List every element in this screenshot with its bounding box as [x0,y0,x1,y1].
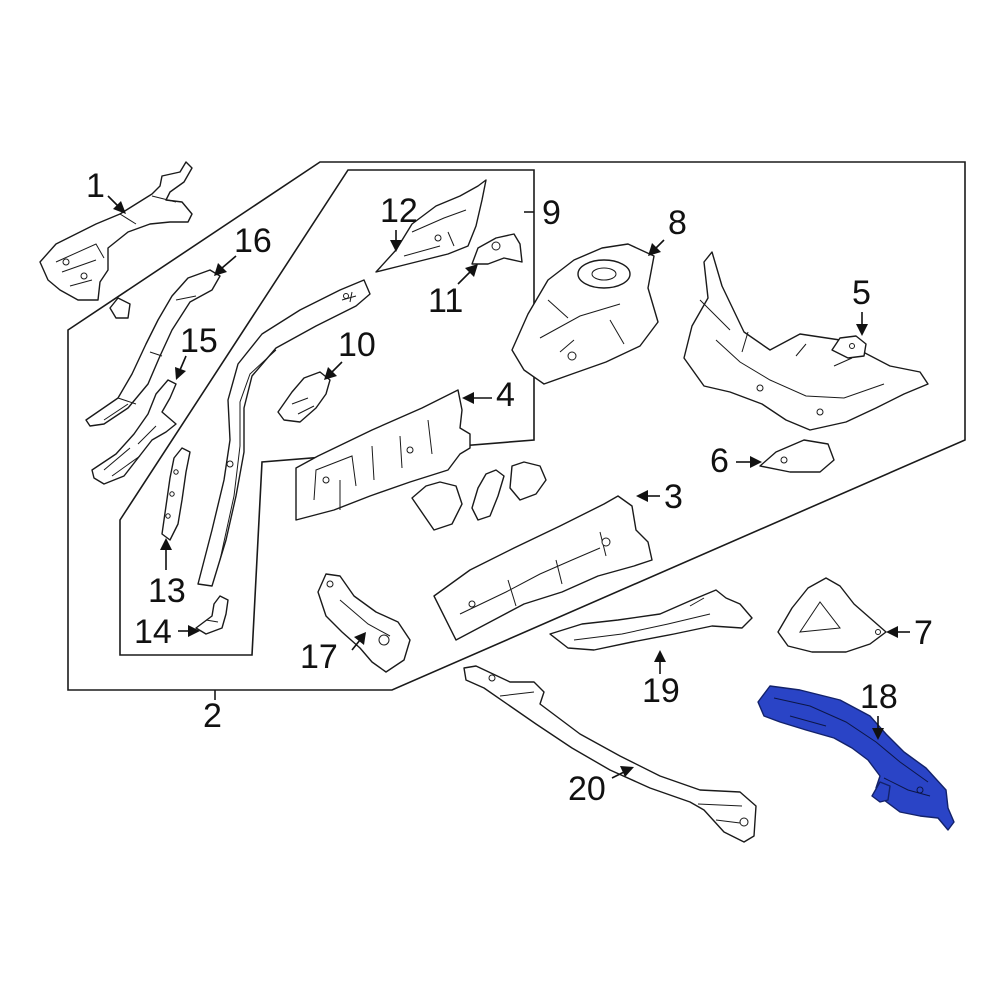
part-5[interactable] [831,335,867,359]
callout-4: 4 [496,376,515,414]
part-17[interactable] [317,573,411,673]
part-6[interactable] [759,439,835,473]
callout-8: 8 [668,204,687,242]
callout-9: 9 [542,194,561,232]
part-15[interactable] [91,379,177,485]
callout-5: 5 [852,274,871,312]
part-8[interactable] [511,243,659,385]
part-14[interactable] [195,595,229,635]
callout-18: 18 [860,678,898,716]
part-3[interactable] [433,495,653,641]
callout-6: 6 [710,442,729,480]
callout-1: 1 [86,167,105,205]
pillar-part[interactable] [197,279,371,587]
callout-7: 7 [914,614,933,652]
part-13[interactable] [161,447,191,541]
part-19[interactable] [549,589,753,651]
callout-11: 11 [428,282,463,320]
callout-16: 16 [234,222,272,260]
part-20[interactable] [463,665,757,843]
part-1[interactable] [39,161,193,301]
cowl-panel[interactable] [683,251,929,431]
callout-13: 13 [148,572,186,610]
group-2-outline [67,161,966,691]
part-18[interactable] [757,685,955,831]
callout-labels: 1 2 3 4 5 6 7 8 9 10 11 12 13 14 15 16 1… [86,167,933,808]
callout-20: 20 [568,770,606,808]
part-4[interactable] [295,389,471,521]
callout-2: 2 [203,697,222,735]
leader-lines [107,195,910,779]
callout-14: 14 [134,613,172,651]
part-10[interactable] [277,371,331,423]
part-11[interactable] [471,233,523,265]
callout-19: 19 [642,672,680,710]
callout-15: 15 [180,322,218,360]
part-16[interactable] [85,269,221,427]
part-7[interactable] [777,577,887,653]
callout-12: 12 [380,192,418,230]
callout-17: 17 [300,638,338,676]
callout-10: 10 [338,326,376,364]
bracket-parts[interactable] [411,461,547,531]
callout-3: 3 [664,478,683,516]
part-12[interactable] [375,179,487,273]
